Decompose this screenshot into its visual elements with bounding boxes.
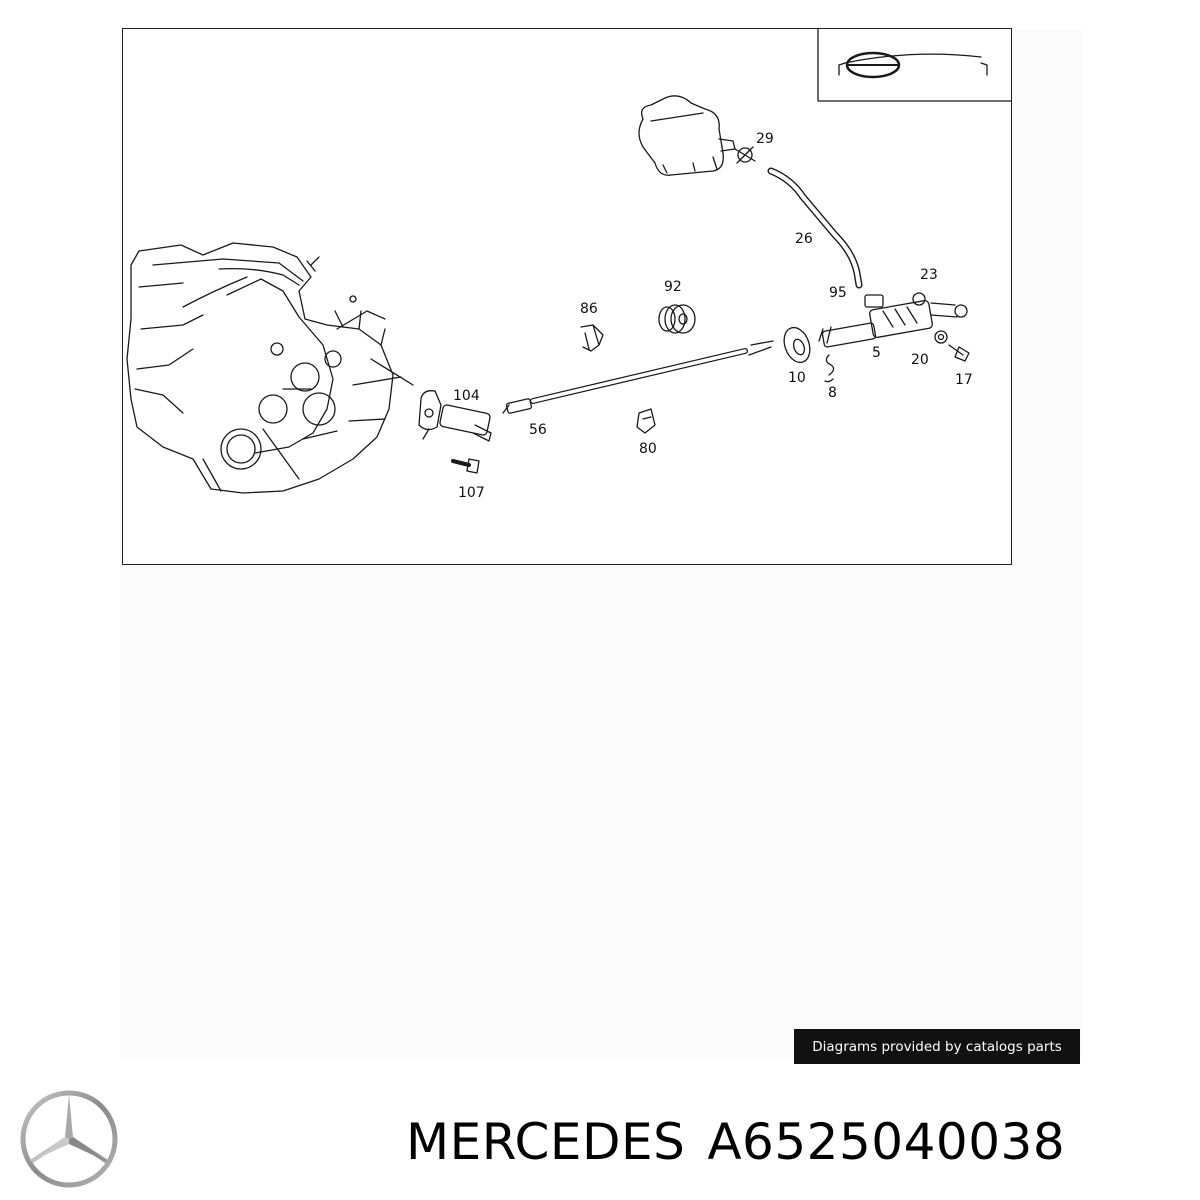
grommet bbox=[658, 304, 696, 334]
callout-56: 56 bbox=[529, 422, 547, 438]
hose-clamp bbox=[734, 146, 756, 164]
callout-23: 23 bbox=[920, 267, 938, 283]
parts-diagram-drawing: 29 26 23 95 92 86 5 10 20 17 8 104 56 80… bbox=[126, 29, 1011, 501]
callout-10: 10 bbox=[788, 370, 806, 386]
callout-92: 92 bbox=[664, 279, 682, 295]
callout-80: 80 bbox=[639, 441, 657, 457]
fluid-hose bbox=[767, 167, 863, 289]
diagram-credit-banner: Diagrams provided by catalogs parts bbox=[794, 1029, 1080, 1064]
callout-104: 104 bbox=[453, 388, 480, 404]
callout-8: 8 bbox=[828, 385, 837, 401]
rubber-grommet bbox=[783, 326, 811, 364]
clutch-master-cylinder bbox=[818, 292, 970, 362]
callout-107: 107 bbox=[458, 485, 485, 501]
transmission-housing bbox=[126, 242, 414, 494]
callout-labels: 29 26 23 95 92 86 5 10 20 17 8 104 56 80… bbox=[453, 131, 973, 501]
callout-20: 20 bbox=[911, 352, 929, 368]
callout-5: 5 bbox=[872, 345, 881, 361]
callout-17: 17 bbox=[955, 372, 973, 388]
part-number: A6525040038 bbox=[707, 1113, 1066, 1171]
part-title: MERCEDES A6525040038 bbox=[406, 1106, 1065, 1178]
spring-clip bbox=[824, 354, 835, 383]
callout-29: 29 bbox=[756, 131, 774, 147]
line-bracket bbox=[580, 324, 604, 352]
parts-diagram: 29 26 23 95 92 86 5 10 20 17 8 104 56 80… bbox=[122, 28, 1012, 565]
clutch-slave-cylinder bbox=[418, 390, 492, 442]
fluid-reservoir bbox=[638, 95, 736, 176]
mounting-bolt bbox=[451, 458, 480, 474]
callout-95: 95 bbox=[829, 285, 847, 301]
steering-position-inset bbox=[817, 29, 1011, 102]
callout-86: 86 bbox=[580, 301, 598, 317]
mercedes-star-icon bbox=[20, 1090, 118, 1188]
callout-26: 26 bbox=[795, 231, 813, 247]
hydraulic-pressure-line bbox=[502, 340, 774, 414]
line-clip bbox=[636, 408, 656, 434]
brand-name: MERCEDES bbox=[406, 1113, 686, 1171]
